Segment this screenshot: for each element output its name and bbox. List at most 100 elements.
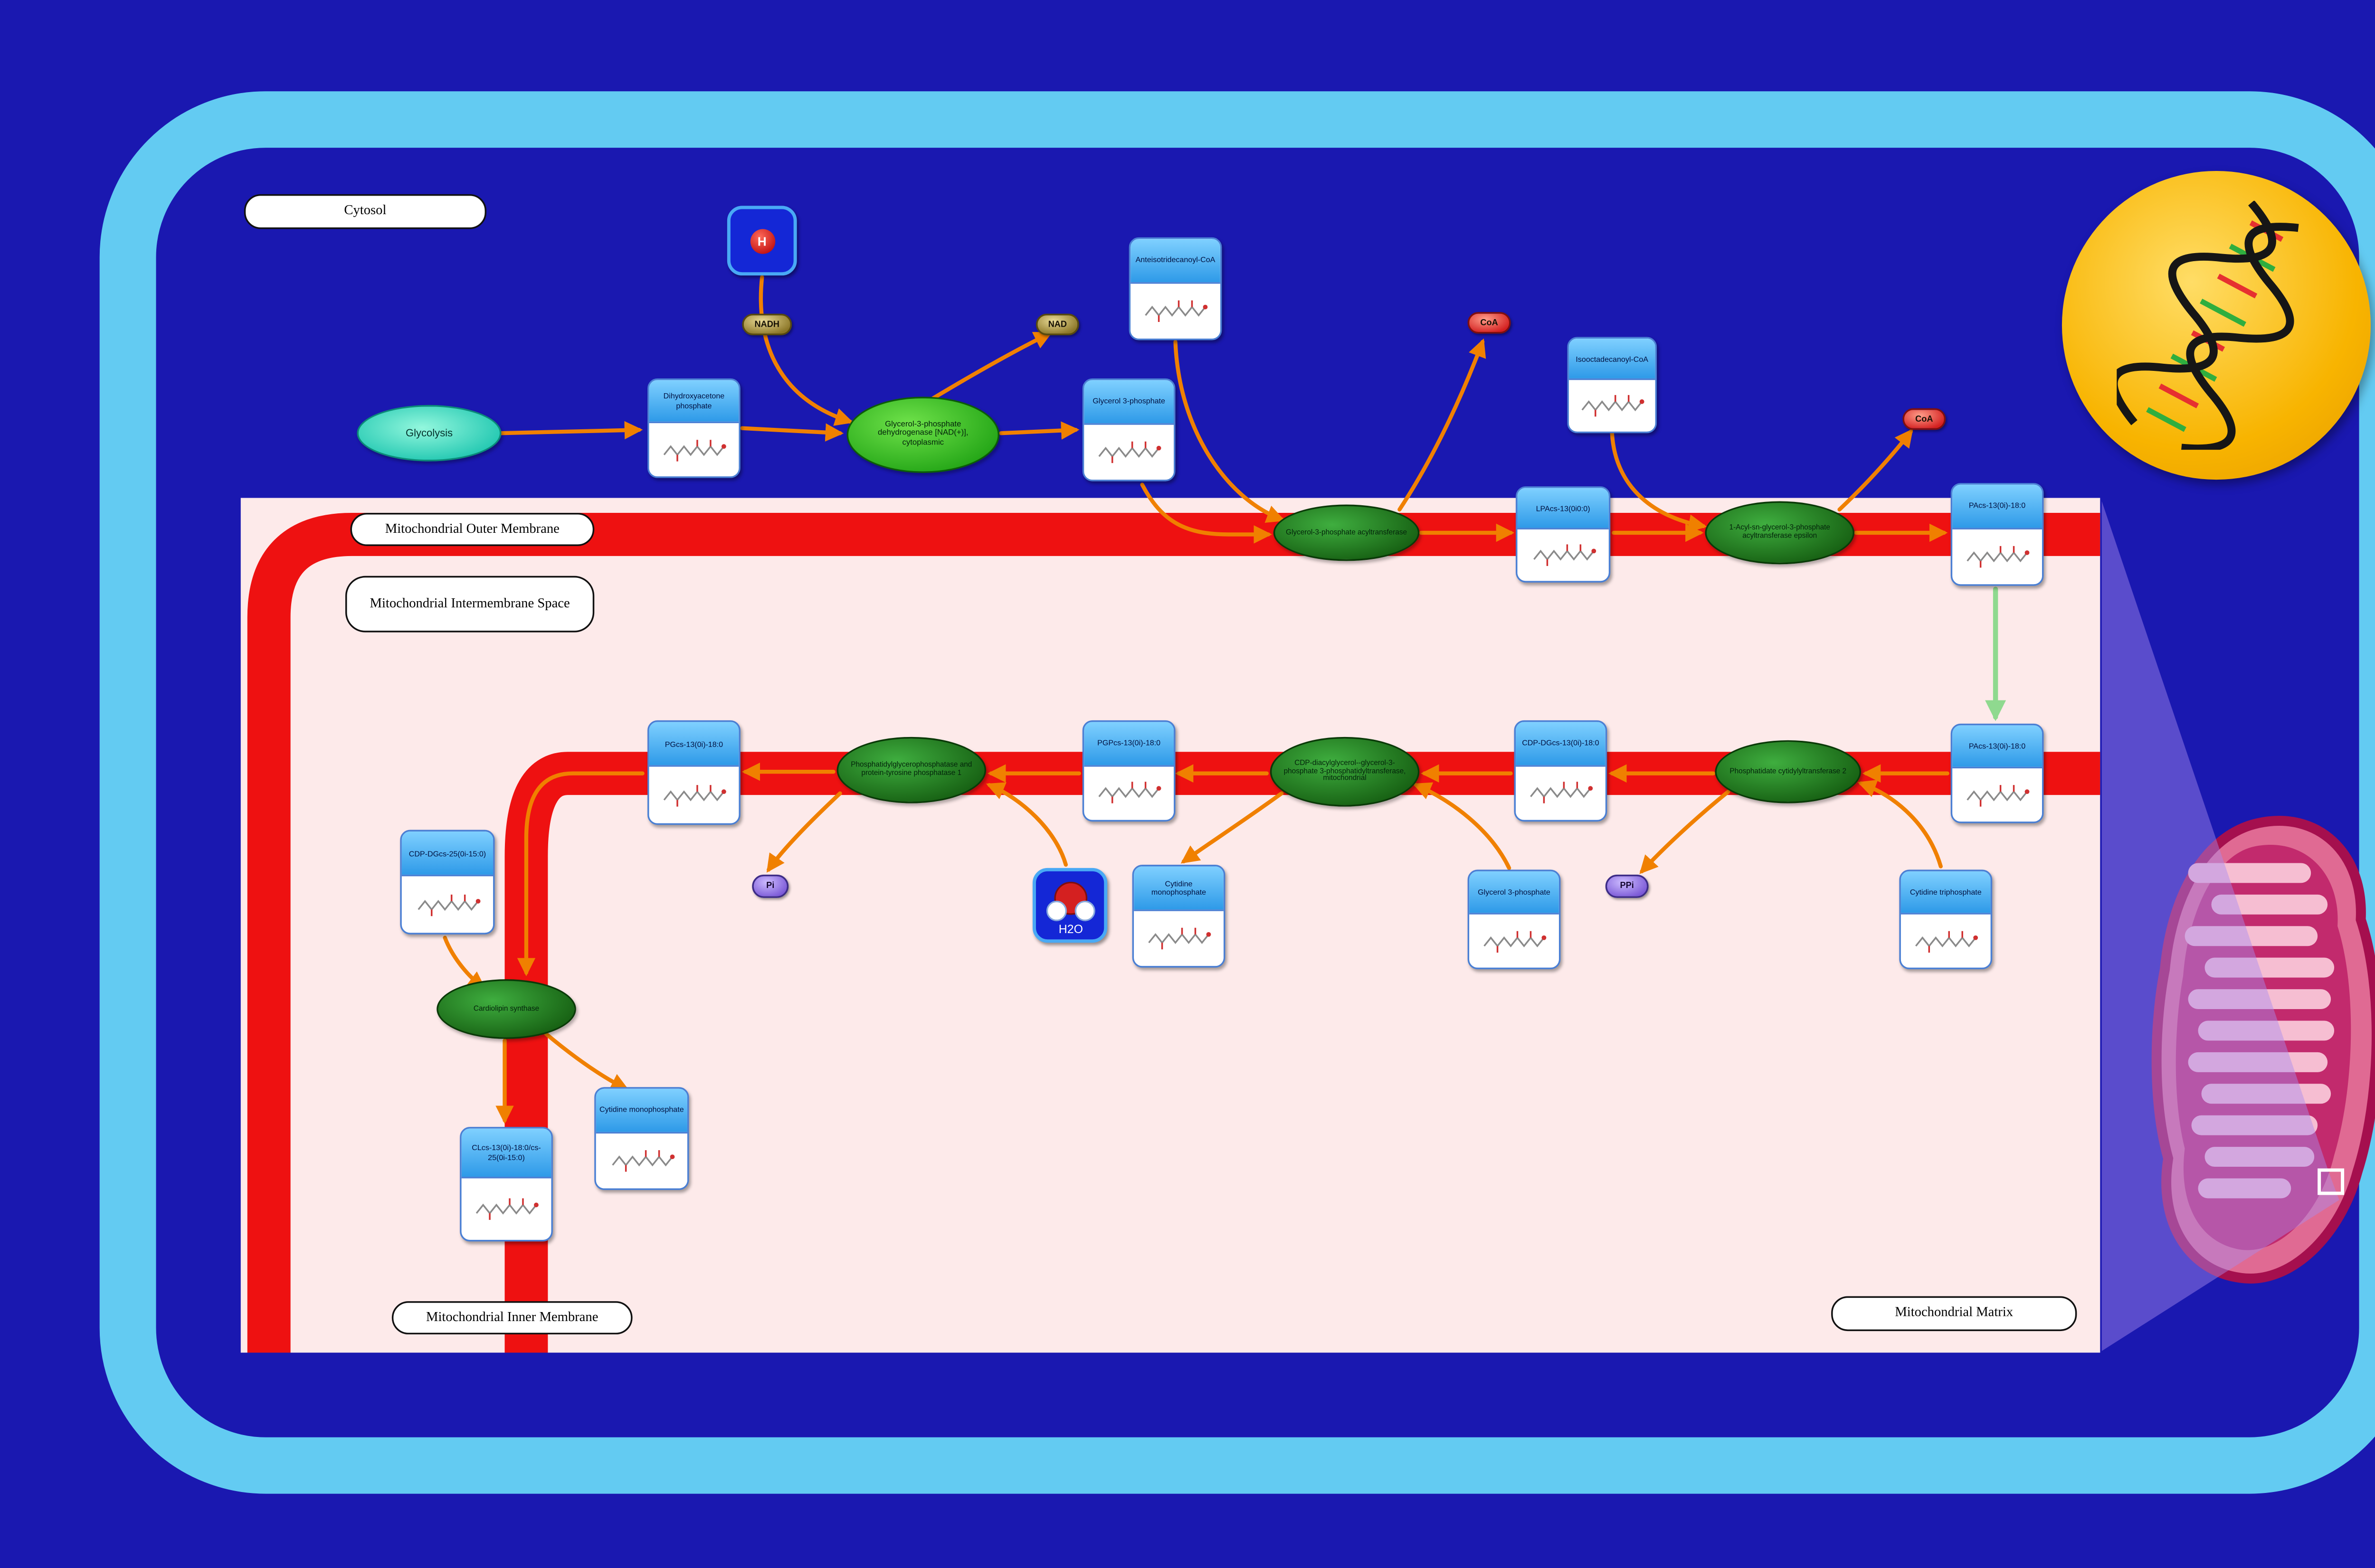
matrix-label-text: Mitochondrial Matrix — [1895, 1304, 2014, 1320]
molecule-structure-icon — [649, 423, 739, 477]
metabolite-g3p-matrix[interactable]: Glycerol 3-phosphate — [1467, 869, 1561, 970]
metabolite-pa-outer-label: PAcs-13(0i)-18:0 — [1952, 484, 2042, 529]
arrow-cdpdg2-to-cls — [443, 935, 486, 990]
cell-membrane — [99, 91, 2375, 1494]
metabolite-cdp-dg-2-label: CDP-DGcs-25(0i-15:0) — [401, 831, 494, 877]
metabolite-pa-outer[interactable]: PAcs-13(0i)-18:0 — [1950, 483, 2044, 586]
molecule-structure-icon — [1134, 911, 1224, 966]
arrow-isocoa-to-agpat — [1610, 431, 1707, 533]
arrow-ptpmt1-to-pi — [766, 791, 842, 873]
arrow-gpd1-to-g3p — [999, 421, 1080, 440]
metabolite-lpa[interactable]: LPAcs-13(0i0:0) — [1516, 486, 1611, 583]
cofactor-coa-2[interactable]: CoA — [1902, 408, 1946, 430]
molecule-structure-icon — [1130, 283, 1220, 339]
metabolite-cdp-dg-2[interactable]: CDP-DGcs-25(0i-15:0) — [400, 830, 495, 935]
dna-helix-icon — [2117, 200, 2299, 450]
metabolite-pg[interactable]: PGcs-13(0i)-18:0 — [647, 720, 741, 825]
metabolite-cmp-matrix-label: Cytidine monophosphate — [1134, 866, 1224, 911]
molecule-structure-icon — [649, 767, 739, 823]
metabolite-pgp-label: PGPcs-13(0i)-18:0 — [1084, 722, 1174, 766]
arrow-h-nadh-to-gpd1 — [759, 275, 854, 426]
enzyme-agpat[interactable]: 1-Acyl-sn-glycerol-3-phosphate acyltrans… — [1705, 501, 1855, 565]
enzyme-cds2-label: Phosphatidate cytidylyltransferase 2 — [1729, 766, 1847, 775]
cofactor-pi-label: Pi — [766, 881, 775, 891]
molecule-structure-icon — [1568, 380, 1655, 432]
metabolite-cardiolipin[interactable]: CLcs-13(0i)-18:0/cs-25(0i-15:0) — [460, 1127, 553, 1242]
metabolite-ctp-label: Cytidine triphosphate — [1900, 871, 1991, 915]
enzyme-gpd1-label: Glycerol-3-phosphate dehydrogenase [NAD(… — [877, 421, 969, 448]
metabolite-g3p-matrix-label: Glycerol 3-phosphate — [1469, 871, 1559, 915]
intermembrane-space-label-text: Mitochondrial Intermembrane Space — [370, 595, 570, 610]
metabolite-isooctadecanoyl-coa[interactable]: Isooctadecanoyl-CoA — [1567, 337, 1657, 434]
arrow-pg-to-cls — [517, 771, 645, 976]
molecule-structure-icon — [1900, 915, 1991, 968]
arrow-dhap-to-gpd1 — [740, 423, 844, 442]
metabolite-cdp-dg[interactable]: CDP-DGcs-13(0i)-18:0 — [1514, 720, 1607, 822]
cofactor-ppi-label: PPi — [1620, 881, 1634, 891]
metabolite-pa-inner[interactable]: PAcs-13(0i)-18:0 — [1950, 723, 2044, 823]
enzyme-pgps-label: CDP-diacylglycerol--glycerol-3-phosphate… — [1283, 757, 1406, 783]
arrow-g3p-to-pgps — [1413, 782, 1511, 870]
cofactor-coa-2-label: CoA — [1915, 414, 1933, 424]
arrow-g3p-to-gpat — [1140, 482, 1272, 544]
mitochondrion-illustration — [2151, 816, 2375, 1284]
metabolite-cmp-matrix[interactable]: Cytidine monophosphate — [1132, 864, 1226, 968]
inner-membrane-label-text: Mitochondrial Inner Membrane — [426, 1309, 598, 1324]
enzyme-agpat-label: 1-Acyl-sn-glycerol-3-phosphate acyltrans… — [1729, 523, 1830, 539]
enzyme-cls[interactable]: Cardiolipin synthase — [437, 979, 576, 1039]
metabolite-cardiolipin-label: CLcs-13(0i)-18:0/cs-25(0i-15:0) — [461, 1128, 551, 1179]
enzyme-cls-label: Cardiolipin synthase — [473, 1003, 540, 1012]
metabolite-ctp[interactable]: Cytidine triphosphate — [1899, 869, 1993, 970]
metabolite-pa-inner-label: PAcs-13(0i)-18:0 — [1952, 725, 2042, 769]
cofactor-nadh[interactable]: NADH — [742, 313, 792, 336]
node-glycolysis[interactable]: Glycolysis — [357, 405, 502, 462]
cofactor-coa-1[interactable]: CoA — [1467, 312, 1511, 334]
metabolite-g3p-cytosol[interactable]: Glycerol 3-phosphate — [1082, 378, 1176, 482]
molecule-structure-icon — [401, 877, 494, 933]
metabolite-g3p-cytosol-label: Glycerol 3-phosphate — [1084, 380, 1174, 425]
water-molecule-glyph: H2O — [1045, 881, 1095, 935]
proton-icon[interactable]: H — [727, 206, 797, 276]
nucleus — [2062, 170, 2371, 480]
glycolysis-label: Glycolysis — [405, 427, 453, 439]
arrow-cds2-to-ppi — [1639, 789, 1730, 874]
zoom-source-marker — [2318, 1168, 2345, 1195]
cytosol-label-text: Cytosol — [344, 202, 387, 218]
matrix-label: Mitochondrial Matrix — [1831, 1296, 2077, 1332]
enzyme-gpd1[interactable]: Glycerol-3-phosphate dehydrogenase [NAD(… — [846, 397, 1000, 473]
cofactor-pi[interactable]: Pi — [752, 874, 789, 898]
cofactor-ppi[interactable]: PPi — [1605, 874, 1649, 898]
cofactor-nad-label: NAD — [1048, 319, 1067, 330]
enzyme-gpat-label: Glycerol-3-phosphate acyltransferase — [1286, 527, 1407, 536]
molecule-structure-icon — [1516, 766, 1606, 820]
enzyme-ptpmt1[interactable]: Phosphatidylglycerophosphatase and prote… — [836, 737, 987, 803]
water-icon[interactable]: H2O — [1032, 868, 1108, 943]
metabolite-dhap[interactable]: Dihydroxyacetone phosphate — [647, 378, 741, 478]
metabolite-isooctadecanoyl-coa-label: Isooctadecanoyl-CoA — [1568, 339, 1655, 381]
metabolite-anteisotridecanoyl-coa-label: Anteisotridecanoyl-CoA — [1130, 239, 1220, 284]
molecule-structure-icon — [461, 1179, 551, 1240]
enzyme-gpat[interactable]: Glycerol-3-phosphate acyltransferase — [1273, 504, 1420, 561]
arrow-gpat-to-coa — [1397, 338, 1486, 512]
enzyme-pgps[interactable]: CDP-diacylglycerol--glycerol-3-phosphate… — [1270, 737, 1420, 807]
arrow-pgps-to-cmp — [1180, 791, 1284, 864]
metabolite-lpa-label: LPAcs-13(0i0:0) — [1517, 488, 1609, 530]
metabolite-pgp[interactable]: PGPcs-13(0i)-18:0 — [1082, 720, 1176, 822]
molecule-structure-icon — [1952, 529, 2042, 585]
metabolite-cmp-bottom[interactable]: Cytidine monophosphate — [594, 1087, 689, 1190]
arrow-agpat-to-coa — [1837, 428, 1913, 512]
arrow-water-to-ptpmt1 — [986, 782, 1068, 867]
arrow-glycolysis-to-dhap — [499, 421, 643, 440]
metabolite-anteisotridecanoyl-coa[interactable]: Anteisotridecanoyl-CoA — [1129, 237, 1222, 340]
outer-membrane-label: Mitochondrial Outer Membrane — [350, 512, 595, 546]
cofactor-coa-1-label: CoA — [1480, 318, 1498, 328]
enzyme-cds2[interactable]: Phosphatidate cytidylyltransferase 2 — [1715, 740, 1862, 803]
zoom-projection-wedge — [2101, 501, 2339, 1351]
intermembrane-space-label: Mitochondrial Intermembrane Space — [345, 576, 595, 633]
molecule-structure-icon — [1084, 766, 1174, 820]
proton-label: H — [757, 233, 767, 248]
cofactor-nad[interactable]: NAD — [1036, 313, 1079, 336]
enzyme-ptpmt1-label: Phosphatidylglycerophosphatase and prote… — [851, 760, 972, 777]
